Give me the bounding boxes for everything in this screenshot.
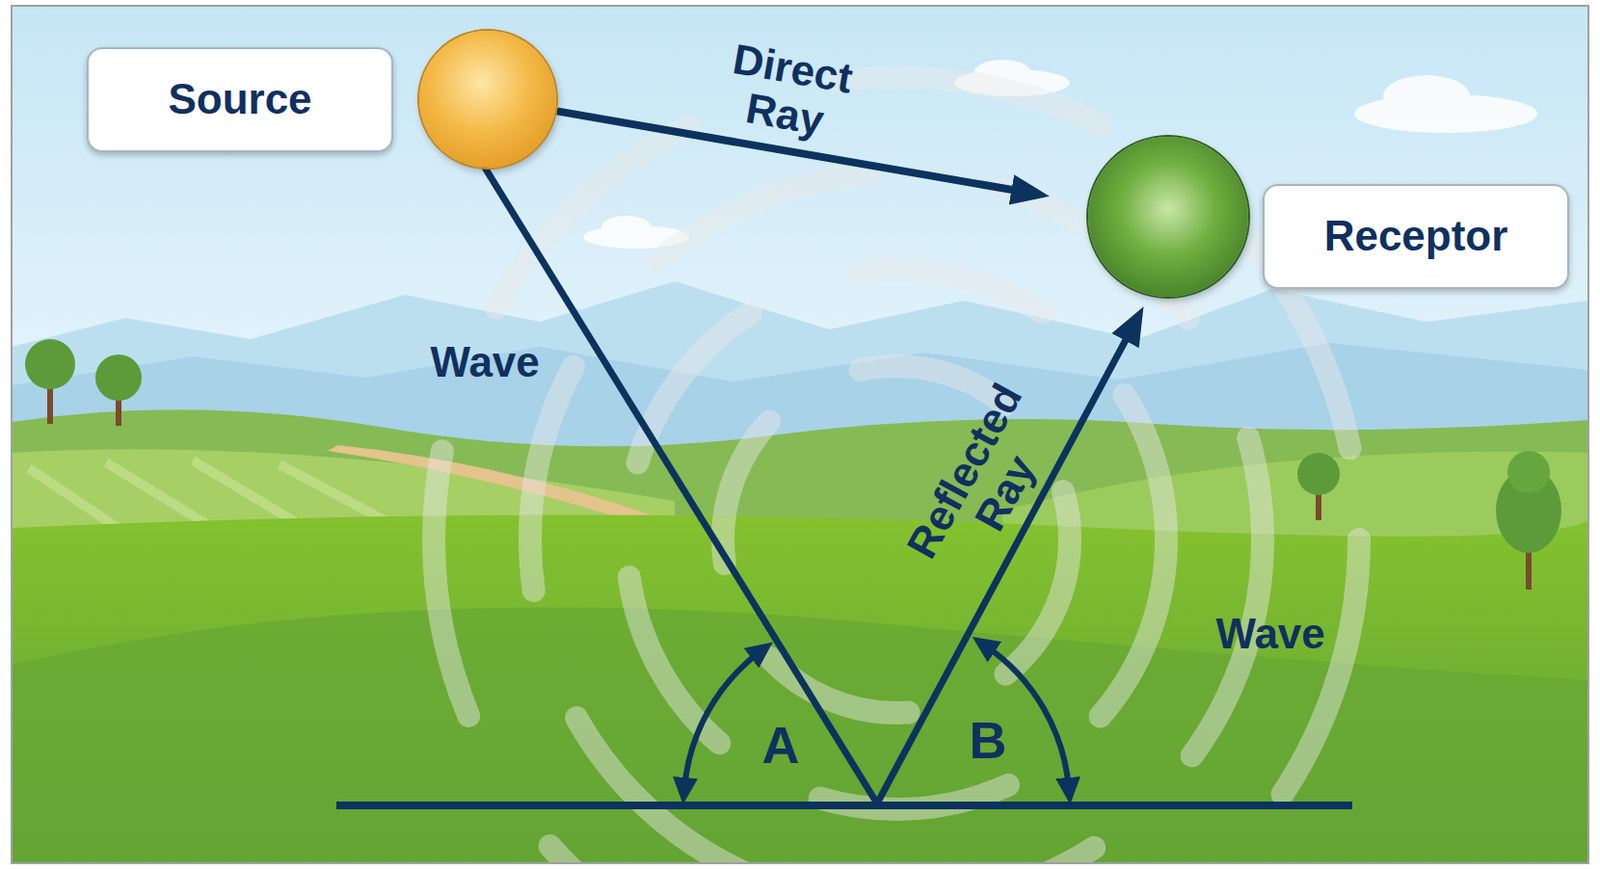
sound-wave-arcs — [433, 77, 1360, 864]
dirt-path — [327, 445, 656, 521]
incident-ray — [481, 162, 878, 804]
tree — [1507, 451, 1550, 494]
wave-label: Wave — [430, 338, 540, 387]
ground-line — [336, 801, 1353, 810]
tree — [95, 354, 142, 401]
name-label-box: Source — [86, 47, 394, 153]
wave-label: Wave — [1216, 610, 1326, 659]
tree — [1297, 453, 1340, 496]
reflected-ray — [877, 323, 1135, 804]
angle-arc — [684, 651, 761, 790]
frame — [11, 5, 1589, 864]
cloud — [601, 215, 652, 240]
sound-wave-arcs — [626, 269, 1167, 810]
name-label-box: Receptor — [1262, 184, 1570, 290]
scenery — [11, 5, 1589, 864]
node-name: Source — [167, 75, 312, 124]
emitter-circle: Source — [419, 30, 557, 168]
cloud — [1383, 75, 1470, 118]
angle-label: A — [762, 715, 800, 775]
sound-wave-arcs — [433, 77, 1360, 864]
angle-label: B — [969, 710, 1008, 771]
node-name: Receptor — [1324, 212, 1509, 261]
tree — [25, 339, 76, 390]
emitter-circle: Receptor — [1088, 136, 1249, 297]
